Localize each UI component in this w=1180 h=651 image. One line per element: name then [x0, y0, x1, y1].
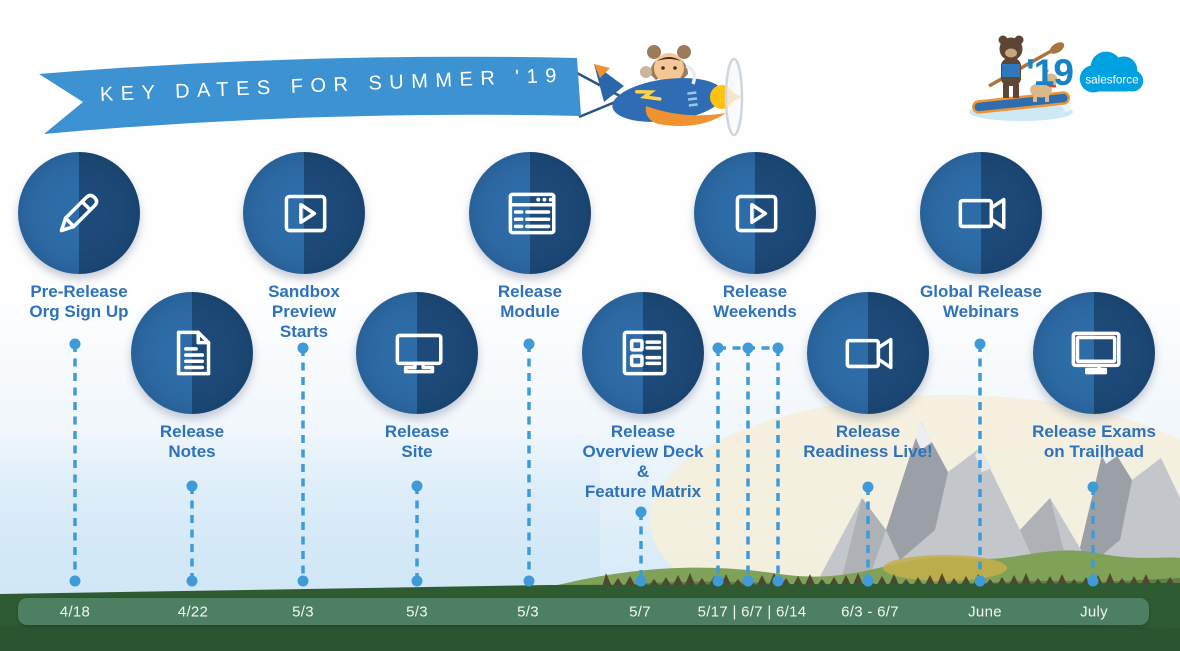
title-banner-ribbon	[39, 56, 581, 134]
timeline-item-label: Release Module	[497, 282, 563, 322]
timeline-item-label: Pre-Release Org Sign Up	[29, 282, 129, 322]
checklist-icon	[622, 330, 667, 376]
connector-dot	[523, 338, 535, 350]
connector-dot	[69, 338, 81, 350]
timeline-item-release-exams-trailhead: Release Exams on Trailhead	[1009, 292, 1179, 462]
video-play-icon	[735, 194, 778, 233]
astro-airplane	[594, 45, 744, 137]
timeline-item-label: Release Notes	[159, 422, 225, 462]
video-play-icon	[284, 194, 327, 233]
timeline-item-label: Release Site	[384, 422, 450, 462]
release-overview-circle	[582, 292, 704, 414]
timeline-item-release-readiness-live: Release Readiness Live!	[783, 292, 953, 462]
monitor-stand-icon	[1071, 331, 1121, 375]
year-badge: '19	[1026, 52, 1074, 93]
timeline-item-release-site: Release Site	[332, 292, 502, 462]
date-label: 5/3	[517, 603, 539, 620]
timeline-item-label: Sandbox Preview Starts	[268, 282, 340, 342]
astro-character	[640, 45, 691, 83]
timeline-item-sandbox-preview-starts: Sandbox Preview Starts	[219, 152, 389, 342]
date-label: July	[1080, 603, 1108, 620]
timeline-item-release-notes: Release Notes	[107, 292, 277, 462]
global-webinars-circle	[920, 152, 1042, 274]
video-camera-icon	[845, 337, 893, 370]
connector-dot	[772, 342, 784, 354]
timeline-item-release-module: Release Module	[445, 152, 615, 322]
connector-dot	[974, 338, 986, 350]
date-label: 4/22	[177, 603, 209, 620]
document-icon	[176, 330, 211, 376]
date-label: 5/17 | 6/7 | 6/14	[697, 603, 807, 620]
timeline-item-label: Release Weekends	[713, 282, 797, 322]
date-label: 4/18	[59, 603, 91, 620]
timeline-item-pre-release-org-sign-up: Pre-Release Org Sign Up	[0, 152, 164, 322]
dog	[1030, 69, 1058, 102]
browser-list-icon	[508, 192, 556, 235]
pencil-icon	[59, 193, 99, 233]
timeline-item-label: Release Readiness Live!	[803, 422, 933, 462]
codey-bear	[998, 35, 1024, 98]
video-camera-icon	[958, 197, 1006, 230]
timeline-item-label: Release Overview Deck & Feature Matrix	[582, 422, 704, 502]
date-label: June	[968, 603, 1002, 620]
salesforce-logo: salesforce	[1079, 51, 1144, 93]
sky-gradient	[0, 430, 600, 600]
salesforce-wordmark: salesforce	[1085, 74, 1138, 87]
release-weekends-circle	[694, 152, 816, 274]
release-site-circle	[356, 292, 478, 414]
codey-paddleboard	[969, 35, 1073, 121]
paddleboard	[972, 91, 1071, 114]
date-label: 5/3	[406, 603, 428, 620]
monitor-icon	[395, 333, 443, 374]
release-module-circle	[469, 152, 591, 274]
salesforce-cloud	[1079, 51, 1144, 93]
release-notes-circle	[131, 292, 253, 414]
timeline-item-release-weekends: Release Weekends	[670, 152, 840, 322]
timeline-item-global-release-webinars: Global Release Webinars	[896, 152, 1066, 322]
date-label: 6/3 - 6/7	[841, 603, 899, 620]
pre-release-circle	[18, 152, 140, 274]
sandbox-preview-circle	[243, 152, 365, 274]
timeline-item-release-overview-deck: Release Overview Deck & Feature Matrix	[558, 292, 728, 502]
date-label: 5/3	[292, 603, 314, 620]
release-exams-circle	[1033, 292, 1155, 414]
timeline-item-label: Global Release Webinars	[920, 282, 1042, 322]
date-label: 5/7	[629, 603, 651, 620]
connector-dot	[297, 342, 309, 354]
connector-dot	[742, 342, 754, 354]
release-readiness-circle	[807, 292, 929, 414]
date-bar: 4/18 4/22 5/3 5/3 5/3 5/7 5/17 | 6/7 | 6…	[18, 598, 1149, 625]
timeline-item-label: Release Exams on Trailhead	[1032, 422, 1156, 462]
